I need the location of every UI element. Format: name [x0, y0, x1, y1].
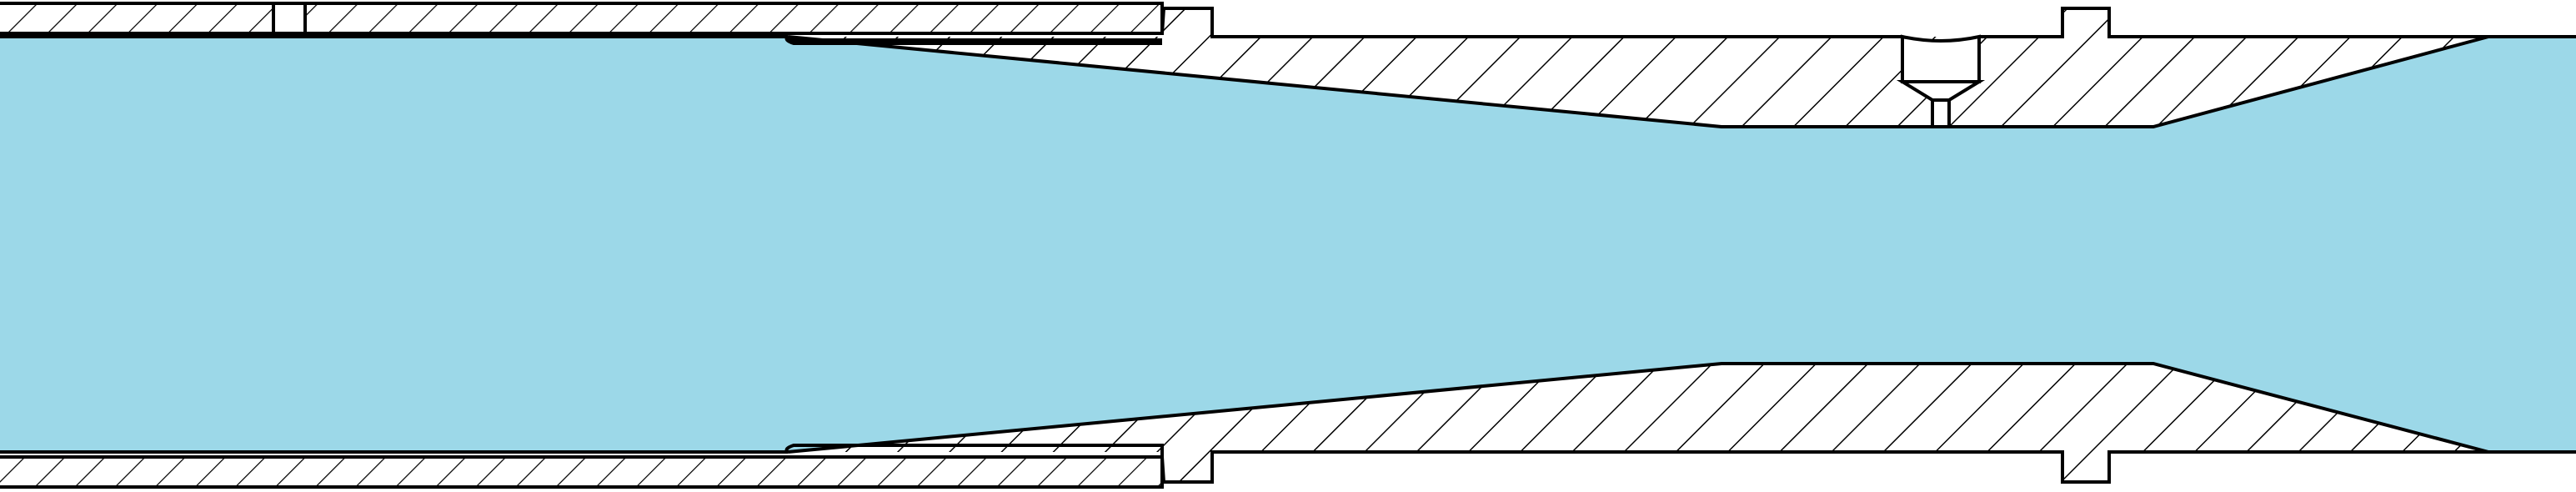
inlet-pipe-bottom-wall [0, 455, 1164, 489]
inlet-pipe-top-wall [0, 2, 1164, 35]
venturi-body-top [784, 7, 2489, 128]
pressure-tap-port [1896, 34, 1986, 128]
fluid-channel [0, 37, 2576, 452]
pipe-vent-slot [272, 2, 307, 35]
